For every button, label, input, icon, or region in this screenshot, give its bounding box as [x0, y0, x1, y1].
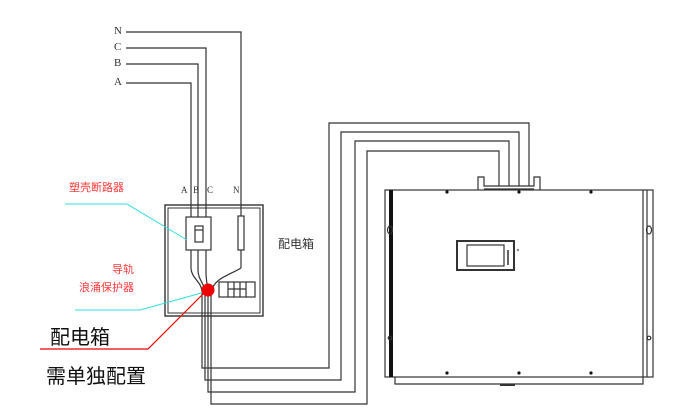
spd-marker-dot [201, 283, 215, 297]
spd-leader-line [75, 291, 206, 311]
mccb-annotation: 塑壳断路器 [69, 181, 124, 194]
note-line1: 配电箱 [50, 325, 110, 349]
feeder-wire-3 [207, 140, 510, 393]
feeder-wire-1 [201, 122, 530, 369]
panel-label-c: C [207, 185, 214, 195]
wire-b [126, 63, 199, 217]
panel-label-n: N [233, 185, 240, 195]
panel-label: 配电箱 [278, 237, 315, 251]
distribution-panel [164, 204, 264, 317]
mccb-leader-line [65, 203, 188, 241]
mccb-breaker [185, 216, 212, 251]
supply-label-n: N [114, 25, 122, 37]
note-leader-line [40, 291, 206, 350]
supply-label-b: B [114, 57, 122, 69]
wire-c [126, 47, 207, 217]
supply-label-a: A [114, 76, 122, 88]
panel-label-b: B [193, 185, 200, 195]
neutral-fuse [237, 215, 245, 251]
supply-label-c: C [114, 41, 122, 53]
filter-device-cabinet [384, 176, 654, 386]
wire-n [126, 31, 242, 216]
device-display-screen [466, 244, 505, 267]
spd-annotation-line1: 导轨 [112, 263, 134, 276]
feeder-wire-4 [210, 150, 500, 405]
note-line2: 需单独配置 [46, 364, 146, 388]
wire-a [126, 82, 192, 217]
spd-annotation-line2: 浪涌保护器 [79, 281, 134, 294]
device-display-panel [456, 240, 515, 271]
panel-label-a: A [181, 185, 188, 195]
feeder-wire-2 [204, 131, 520, 381]
